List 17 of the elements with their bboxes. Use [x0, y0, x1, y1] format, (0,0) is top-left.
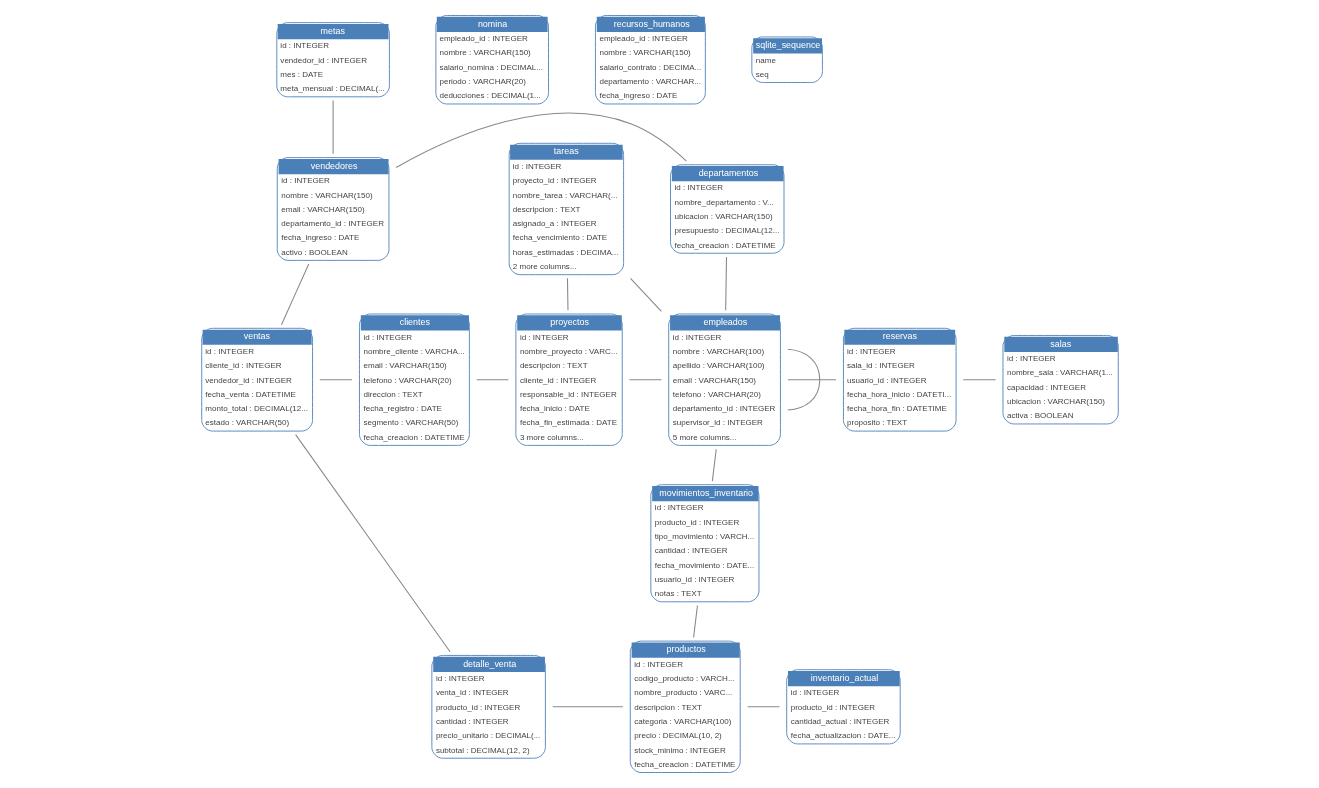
connector — [332, 100, 334, 155]
connector — [280, 263, 309, 326]
connector — [628, 379, 662, 381]
connector — [711, 448, 717, 482]
connector — [318, 379, 352, 381]
connector — [962, 379, 996, 381]
connector — [294, 434, 451, 653]
connector — [786, 379, 836, 381]
connector — [475, 379, 509, 381]
connector — [395, 112, 687, 169]
connector — [724, 256, 727, 311]
connector — [786, 348, 820, 411]
connector — [566, 277, 568, 311]
connector — [551, 706, 623, 708]
connector — [692, 605, 698, 639]
connector — [629, 277, 662, 312]
connector — [746, 706, 780, 708]
